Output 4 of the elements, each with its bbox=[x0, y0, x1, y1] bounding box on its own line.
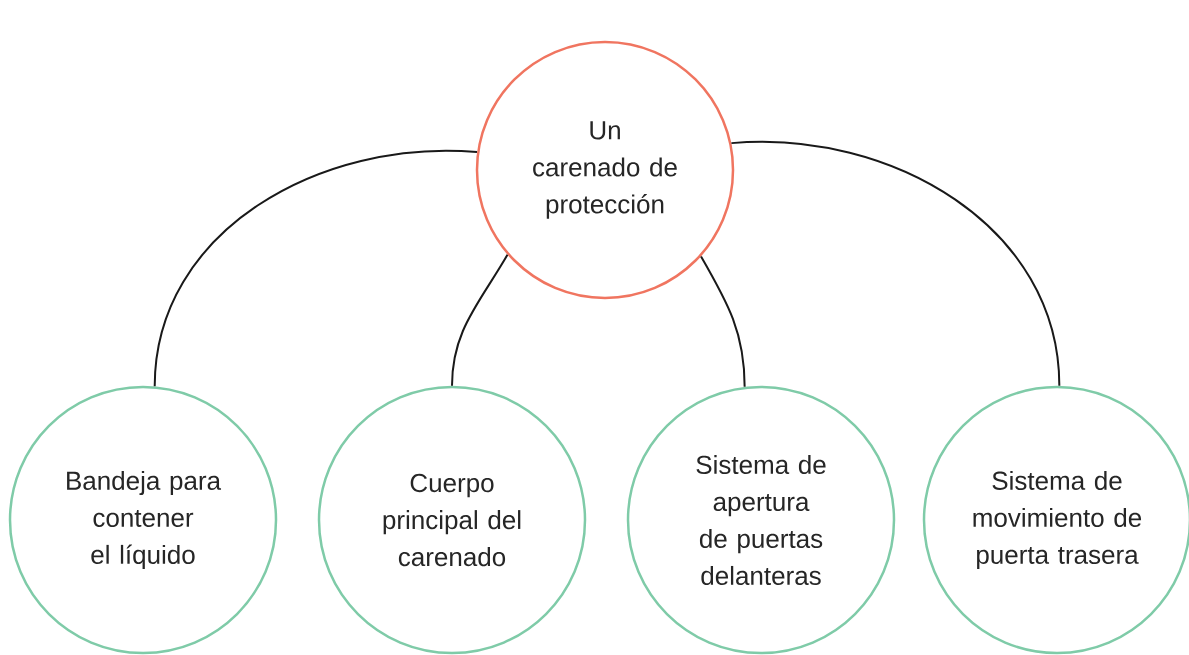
connector-line bbox=[153, 149, 478, 388]
connector-line bbox=[730, 140, 1061, 387]
connector-line bbox=[700, 255, 746, 388]
connector-line bbox=[451, 253, 509, 387]
